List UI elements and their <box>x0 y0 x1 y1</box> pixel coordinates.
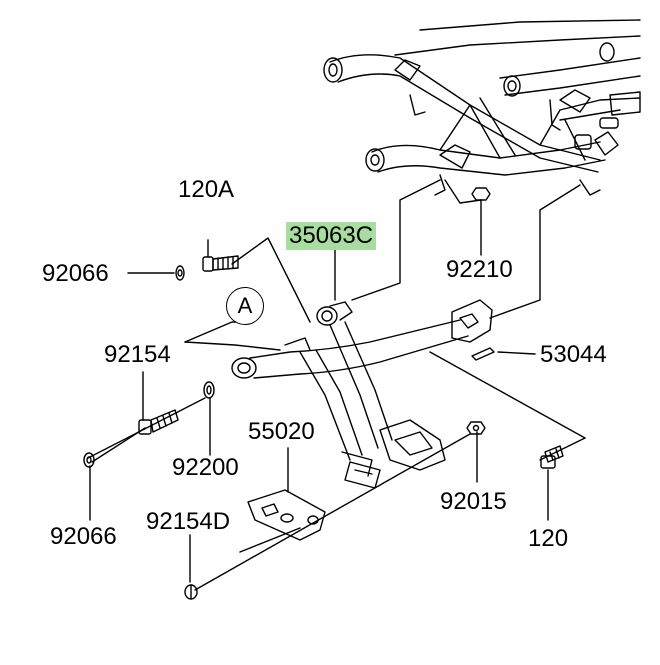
nut-92210 <box>471 187 491 256</box>
label-53044: 53044 <box>540 341 607 368</box>
washer-92066-bottom <box>83 452 95 468</box>
nut-92015 <box>466 421 486 435</box>
pin-53044 <box>471 347 495 361</box>
washer-92066-top <box>127 265 185 281</box>
label-35063C-highlighted: 35063C <box>286 222 377 250</box>
label-92154: 92154 <box>104 341 171 368</box>
label-92200: 92200 <box>172 454 239 481</box>
reference-circle-A: A <box>226 287 264 325</box>
label-55020: 55020 <box>248 418 315 445</box>
bolt-120A <box>202 239 239 272</box>
bolt-92154 <box>138 409 179 435</box>
label-120: 120 <box>528 525 569 552</box>
label-92210: 92210 <box>446 256 513 283</box>
leader-lines <box>87 179 586 591</box>
plate-55020 <box>247 489 326 541</box>
bolt-120 <box>540 445 564 469</box>
label-92015: 92015 <box>440 488 507 515</box>
label-92066-top: 92066 <box>42 260 109 287</box>
washer-92200 <box>203 381 215 399</box>
side-stand-35063C <box>231 299 493 489</box>
rear-frame <box>323 19 641 196</box>
label-92154D: 92154D <box>146 508 231 535</box>
screw-92154D <box>184 584 198 600</box>
label-120A: 120A <box>178 176 235 203</box>
label-92066-bottom: 92066 <box>50 523 117 550</box>
